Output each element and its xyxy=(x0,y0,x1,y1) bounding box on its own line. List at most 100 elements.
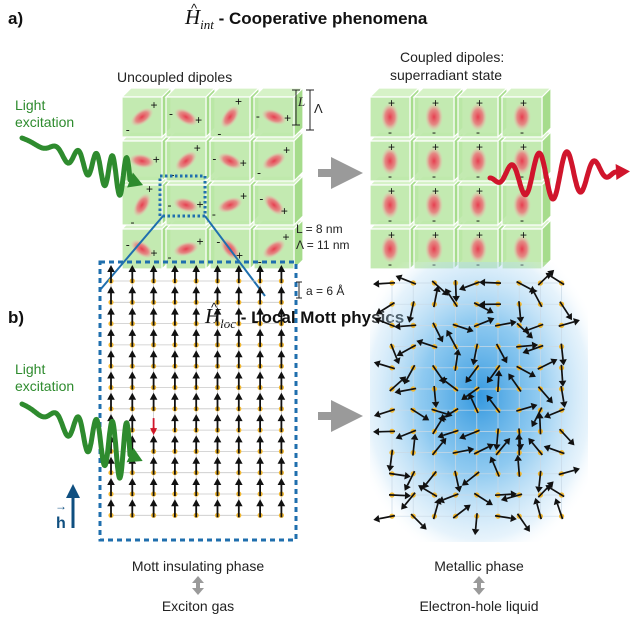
hat-accent-a: ^ xyxy=(191,1,198,16)
field-h-vector-mark: → xyxy=(55,499,67,513)
spin-arrow-head xyxy=(278,329,286,336)
minus-charge: - xyxy=(520,125,524,139)
minus-charge: - xyxy=(432,125,436,139)
spin-arrow-head xyxy=(171,286,179,293)
plus-charge: + xyxy=(197,198,204,212)
plus-charge: + xyxy=(150,98,157,112)
plus-charge: + xyxy=(476,140,483,154)
exciton-gas-label: Exciton gas xyxy=(162,598,234,614)
minus-charge: - xyxy=(131,215,135,229)
plus-charge: + xyxy=(194,141,201,155)
plus-charge: + xyxy=(240,189,247,203)
spin-arrow-head xyxy=(171,414,179,421)
plus-charge: + xyxy=(432,228,439,242)
dipole-cube: +- xyxy=(370,88,419,139)
spin-arrow-head xyxy=(214,350,222,357)
minus-charge: - xyxy=(126,237,130,251)
spin-arrow-head xyxy=(235,350,243,357)
panel-a-title: Hint - Cooperative phenomena ^ xyxy=(184,1,428,32)
spin-arrow-head xyxy=(150,350,158,357)
spin-arrow-head xyxy=(171,372,179,379)
plus-charge: + xyxy=(281,204,288,218)
field-h-label: h xyxy=(56,515,66,532)
minus-charge: - xyxy=(476,169,480,183)
spin-arrow-head xyxy=(278,286,286,293)
spin-arrow xyxy=(561,365,562,381)
spin-arrow xyxy=(379,283,395,284)
spin-arrow-head xyxy=(278,414,286,421)
spin-arrow-head xyxy=(214,414,222,421)
spin-arrow-head xyxy=(192,478,200,485)
spin-arrow-head xyxy=(192,393,200,400)
plus-charge: + xyxy=(240,156,247,170)
dipole-cube: +- xyxy=(458,132,507,183)
plus-charge: + xyxy=(195,113,202,127)
plus-charge: + xyxy=(150,246,157,260)
minus-charge: - xyxy=(168,198,172,212)
minus-charge: - xyxy=(257,166,261,180)
svg-text:Hint - Cooperative phenomena: Hint - Cooperative phenomena xyxy=(184,5,428,32)
spin-arrow-head xyxy=(278,435,286,442)
plus-charge: + xyxy=(146,182,153,196)
spin-arrow-head xyxy=(129,393,137,400)
uncoupled-label: Uncoupled dipoles xyxy=(117,69,232,85)
plus-charge: + xyxy=(197,234,204,248)
plus-charge: + xyxy=(283,143,290,157)
plus-charge: + xyxy=(432,140,439,154)
spin-arrow-head xyxy=(256,393,264,400)
spin-arrow-head xyxy=(129,372,137,379)
spin-arrow-head xyxy=(235,393,243,400)
minus-charge: - xyxy=(476,125,480,139)
dipole-cube: +- xyxy=(166,88,215,137)
minus-charge: - xyxy=(212,152,216,166)
light-label-a-line2: excitation xyxy=(15,114,74,130)
panel-a-letter: a) xyxy=(8,9,23,28)
mott-spin-lattice xyxy=(107,265,285,518)
coupled-label-line2: superradiant state xyxy=(390,67,502,83)
minus-charge: - xyxy=(388,169,392,183)
minus-charge: - xyxy=(432,169,436,183)
spin-arrow-head xyxy=(256,350,264,357)
spin-arrow-head xyxy=(214,393,222,400)
coupled-label-line1: Coupled dipoles: xyxy=(400,49,504,65)
spin-arrow xyxy=(495,494,511,495)
plus-charge: + xyxy=(388,184,395,198)
spin-arrow-head xyxy=(235,414,243,421)
spin-arrow xyxy=(389,495,405,496)
spin-arrow-head xyxy=(192,372,200,379)
spin-arrow-head xyxy=(192,414,200,421)
metallic-double-arrow xyxy=(473,576,485,595)
spin-arrow-head xyxy=(192,457,200,464)
plus-charge: + xyxy=(388,140,395,154)
spin-arrow-head xyxy=(256,329,264,336)
spin-arrow xyxy=(498,376,499,392)
spin-arrow-head xyxy=(107,286,115,293)
spin-arrow-head xyxy=(214,499,222,506)
L-value: L = 8 nm xyxy=(296,222,343,236)
spin-arrow-head xyxy=(150,286,158,293)
dipole-cube: +- xyxy=(414,176,463,227)
plus-charge: + xyxy=(520,140,527,154)
h-int-subscript: int xyxy=(200,17,214,32)
plus-charge: + xyxy=(153,152,160,166)
spin-arrow-head xyxy=(214,457,222,464)
spin-arrow-head xyxy=(214,435,222,442)
field-h-arrow xyxy=(66,484,80,528)
spin-arrow-head xyxy=(107,329,115,336)
electron-hole-liquid-label: Electron-hole liquid xyxy=(419,598,538,614)
spin-arrow-head xyxy=(192,499,200,506)
spin-arrow-head xyxy=(107,350,115,357)
spin-arrow-head xyxy=(214,478,222,485)
spin-arrow-head xyxy=(278,393,286,400)
spin-arrow-head xyxy=(107,499,115,506)
spin-arrow-head xyxy=(107,372,115,379)
minus-charge: - xyxy=(168,250,172,264)
minus-charge: - xyxy=(388,125,392,139)
spin-arrow-head xyxy=(192,286,200,293)
spin-arrow-head xyxy=(171,308,179,315)
minus-charge: - xyxy=(256,109,260,123)
spin-arrow-head xyxy=(129,350,137,357)
spin-arrow-head xyxy=(256,414,264,421)
minus-charge: - xyxy=(432,213,436,227)
